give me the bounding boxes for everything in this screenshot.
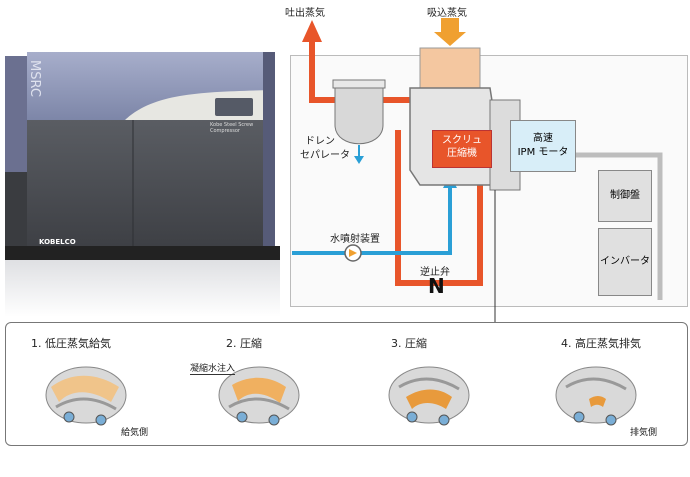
suction-steam-label: 吸込蒸気: [427, 8, 467, 19]
control-panel-box: 制御盤: [598, 170, 652, 222]
suction-arrow-icon: [434, 32, 466, 46]
water-injection-label: 水噴射装置: [330, 234, 380, 245]
motor-label-line1: 高速: [533, 133, 553, 144]
check-valve-label: 逆止弁: [420, 267, 450, 278]
ipm-motor-box: 高速 IPM モータ: [510, 120, 576, 172]
step-title: 2. 圧縮: [226, 337, 262, 350]
step-2: 2. 圧縮 凝縮水注入: [184, 323, 344, 445]
machine-panel-text: Kobe Steel Screw Compressor: [210, 122, 254, 134]
screw-compressor-box: スクリュ 圧縮機: [432, 130, 492, 168]
step-title: 1. 低圧蒸気給気: [31, 337, 111, 350]
compression-steps-panel: 1. 低圧蒸気給気 給気側 2. 圧縮 凝縮水注入 3. 圧縮: [5, 322, 688, 446]
drain-separator-shape: [334, 84, 384, 145]
control-panel-label: 制御盤: [610, 190, 640, 201]
motor-label-line2: IPM モータ: [517, 147, 569, 158]
rotor-icon: [388, 366, 470, 426]
step-note: 凝縮水注入: [190, 361, 236, 375]
discharge-arrow-icon: [302, 20, 322, 42]
discharge-steam-label: 吐出蒸気: [285, 8, 325, 19]
rotor-icon: [555, 366, 637, 426]
drain-separator-label-1: ドレン: [305, 136, 335, 147]
compressor-label-line1: スクリュ: [442, 135, 482, 146]
step-note: 給気側: [121, 428, 149, 438]
brand-logo: KOBELCO: [39, 238, 76, 246]
step-3: 3. 圧縮: [356, 323, 516, 445]
step-title: 4. 高圧蒸気排気: [561, 337, 641, 350]
rotor-icon: [218, 366, 300, 426]
rotor-icon: [45, 366, 127, 426]
step-title: 3. 圧縮: [391, 337, 427, 350]
discharge-steam-pipe: [309, 40, 340, 103]
machine-model-text: MSRC: [27, 60, 42, 97]
step-4: 4. 高圧蒸気排気 排気側: [526, 323, 686, 445]
drain-separator-label-2: セパレータ: [300, 150, 350, 161]
step-note: 排気側: [630, 428, 658, 438]
compressor-label-line2: 圧縮機: [447, 148, 477, 159]
step-1: 1. 低圧蒸気給気 給気側: [11, 323, 171, 445]
compressor-unit-image: MSRC Kobe Steel Screw Compressor KOBELCO: [5, 52, 280, 317]
inverter-label: インバータ: [600, 256, 650, 267]
inverter-box: インバータ: [598, 228, 652, 296]
check-valve-symbol: N: [428, 274, 445, 298]
